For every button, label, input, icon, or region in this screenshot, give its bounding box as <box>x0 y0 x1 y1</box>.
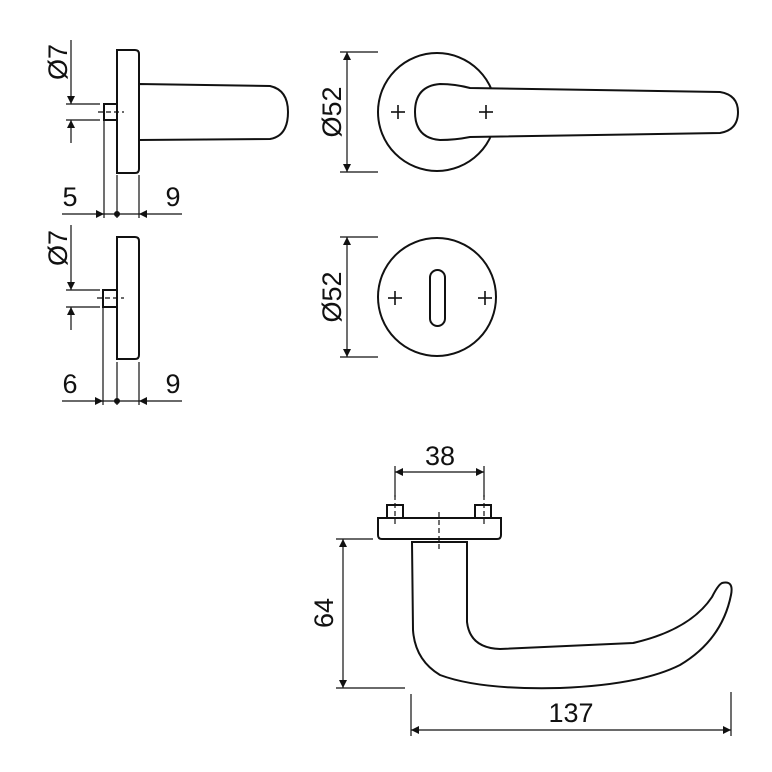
left-dimension: 5 <box>62 182 77 212</box>
side-view-escutcheon: Ø7 6 9 <box>43 225 182 405</box>
top-view-handle: 38 64 137 <box>309 441 733 736</box>
left-dimension: 6 <box>62 369 77 399</box>
length-label: 137 <box>548 698 593 728</box>
screw-plus-icon <box>478 291 492 305</box>
rose-profile <box>116 49 140 174</box>
fixing-pin <box>474 504 492 519</box>
spindle-diameter-label: Ø7 <box>43 44 73 80</box>
lever-profile <box>138 82 290 142</box>
right-dimension: 9 <box>165 369 180 399</box>
rose-diameter-label: Ø52 <box>317 271 347 322</box>
spindle-diameter-label: Ø7 <box>43 230 73 266</box>
front-view-escutcheon: Ø52 <box>317 236 497 358</box>
screw-plus-icon <box>388 291 402 305</box>
right-dimension: 9 <box>165 182 180 212</box>
lever-top <box>410 541 733 690</box>
front-view-handle: Ø52 <box>317 51 740 173</box>
lever-front <box>413 82 740 142</box>
height-label: 64 <box>309 598 339 628</box>
keyhole-slot <box>429 269 446 327</box>
rose-diameter-label: Ø52 <box>317 86 347 137</box>
side-view-handle: Ø7 5 9 <box>43 40 290 218</box>
fixing-distance-label: 38 <box>425 441 455 471</box>
screw-plus-icon <box>391 105 405 119</box>
screw-plus-icon <box>479 105 493 119</box>
escutcheon-profile <box>116 236 140 360</box>
